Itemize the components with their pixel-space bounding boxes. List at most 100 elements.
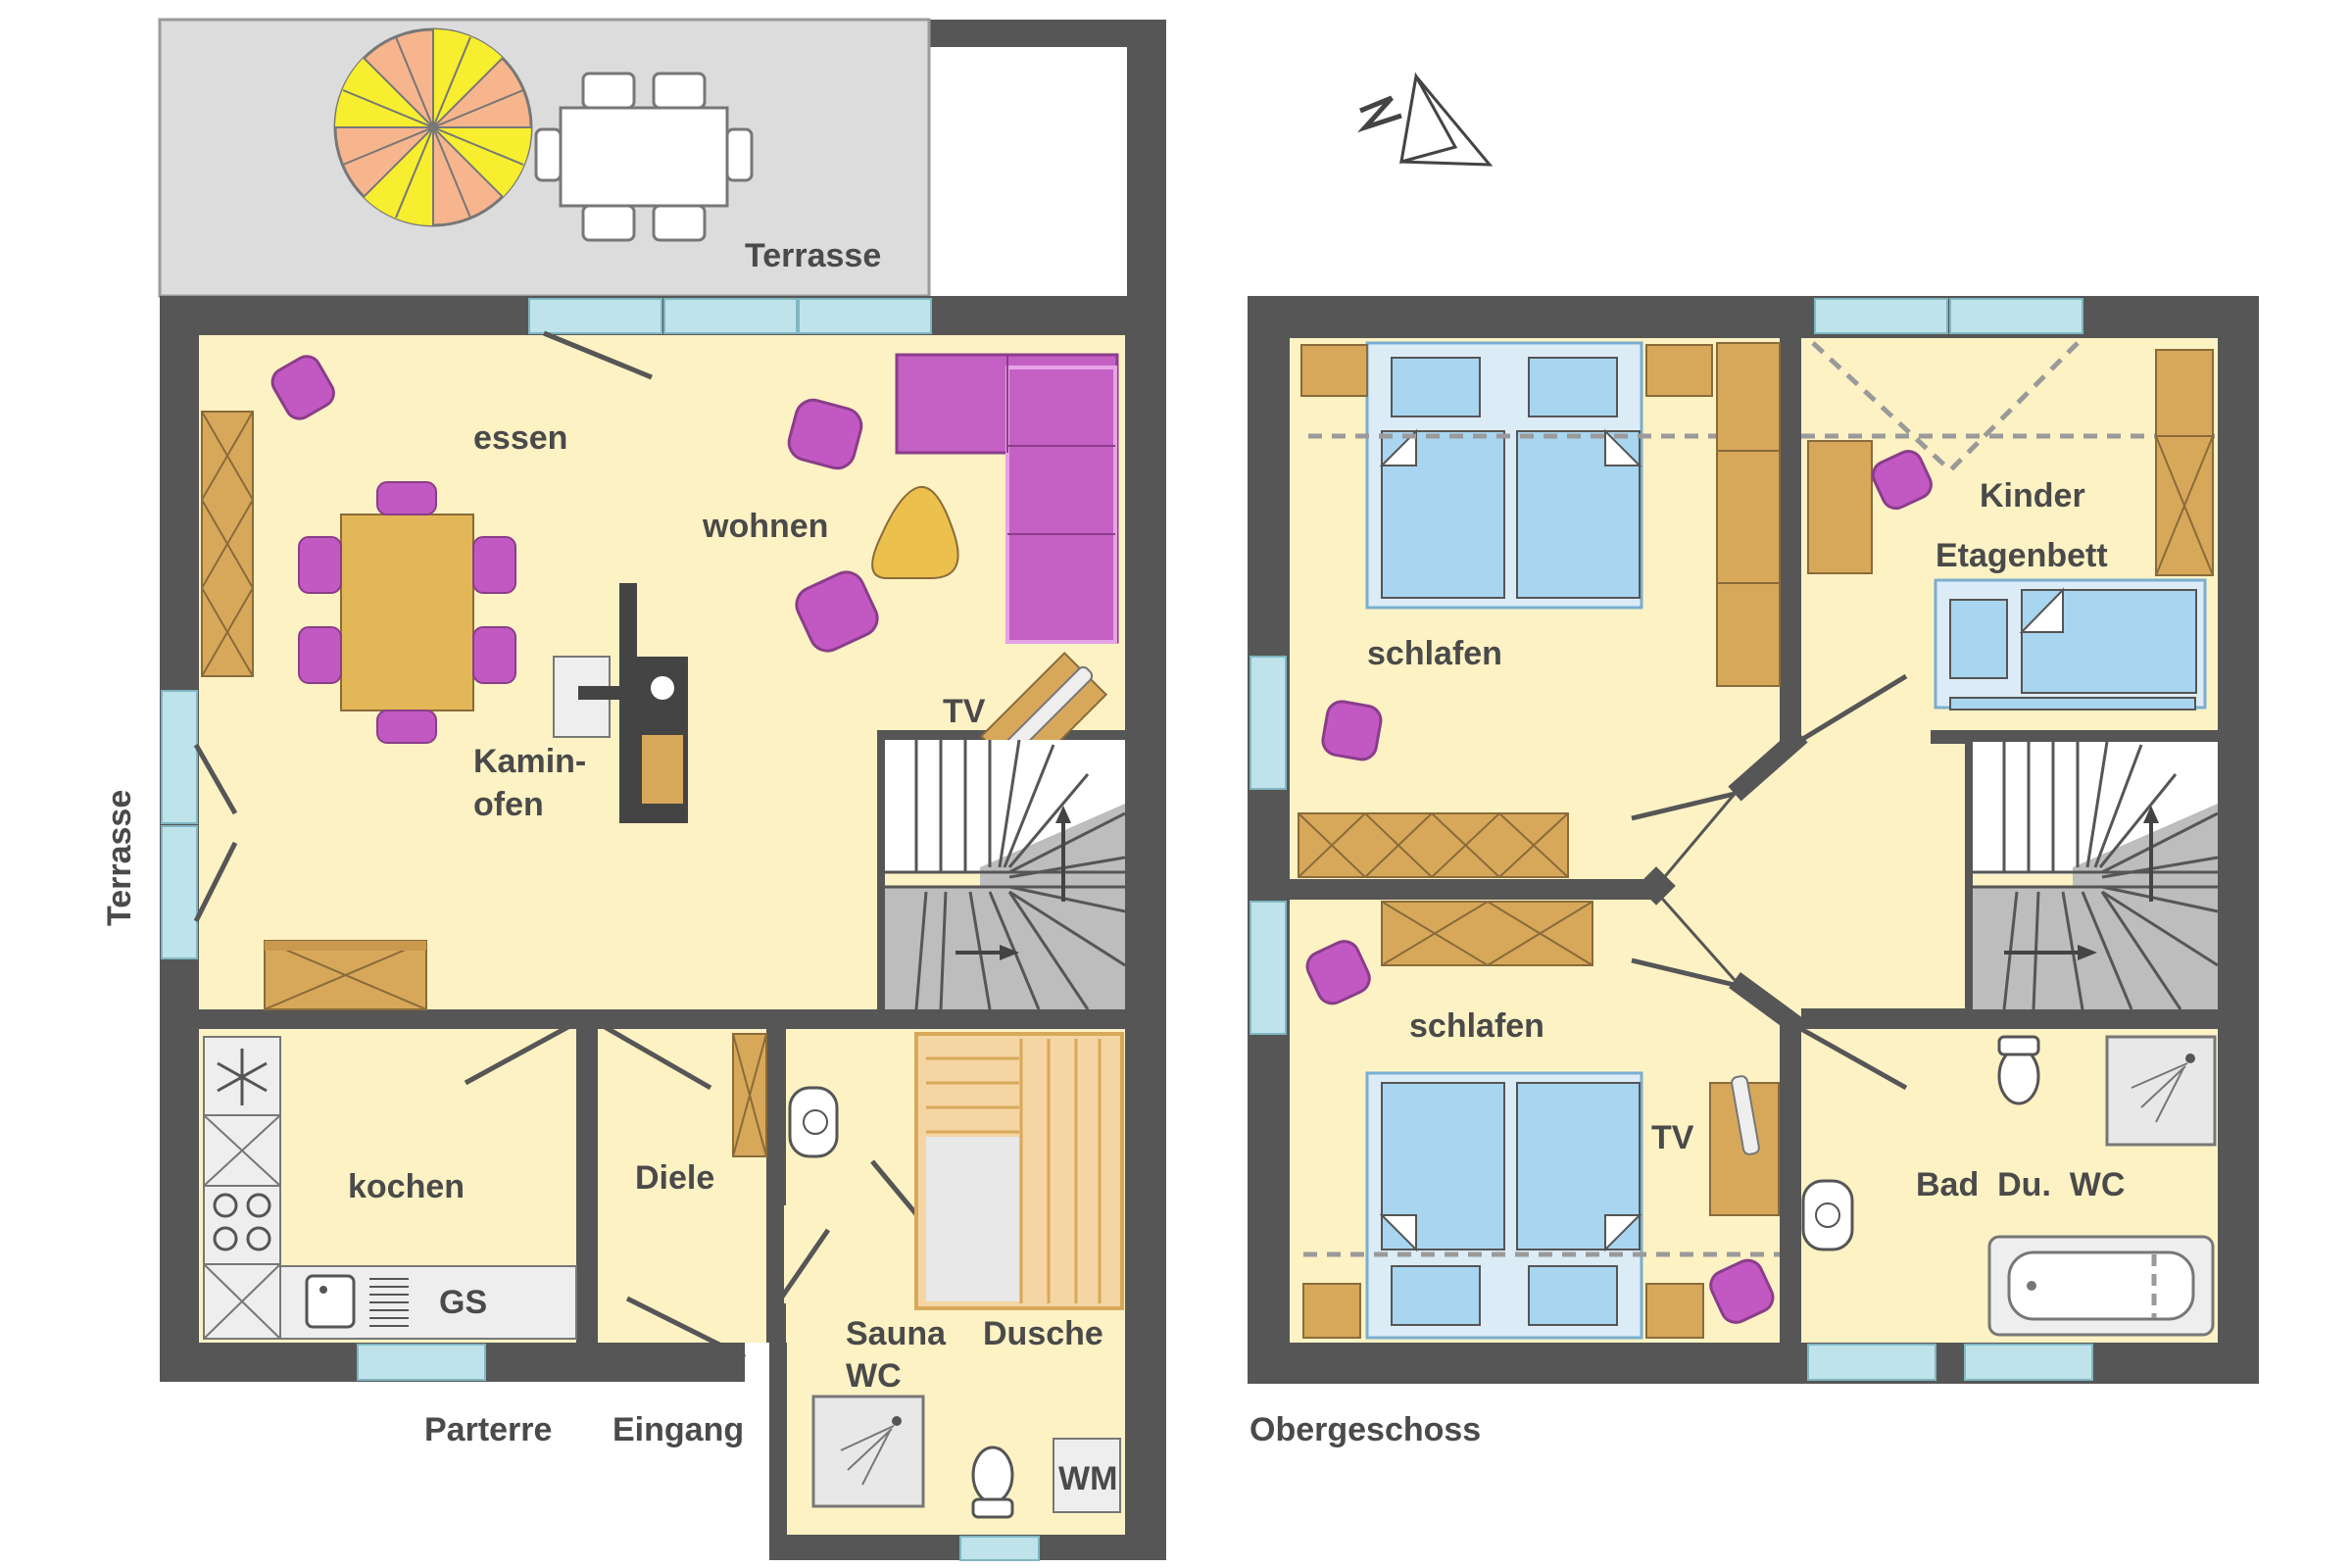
shower-upper-icon [2105,1035,2217,1147]
kids-desk [1807,440,1873,574]
label-kochen: kochen [348,1168,465,1205]
label-tv-ground: TV [943,693,986,730]
wall-stair-left-upper [1965,730,1973,1009]
toilet-icon [971,1446,1014,1519]
chair-bottom-right [1709,1258,1775,1324]
label-schlafen-top: schlafen [1367,635,1502,672]
window-upper-left-1 [1250,656,1287,790]
wall-diag-2 [1729,971,1807,1038]
window-top-3 [798,298,932,334]
cabinet-living-bottom [264,940,427,1010]
label-wc-ground: WC [846,1357,902,1395]
wardrobe-top [1716,342,1781,687]
hall-wall-bottom [598,1343,745,1382]
window-top-2 [663,298,798,334]
north-arrow-icon [1356,72,1494,167]
bunk-bed [1934,578,2207,710]
landing-diag [1656,742,1801,1029]
armchair-wohnen-1 [787,398,863,470]
label-essen: essen [473,419,567,457]
label-etagenbett: Etagenbett [1936,537,2108,574]
bathtub-icon [1987,1235,2215,1337]
door-bath [771,1228,831,1310]
label-wohnen: wohnen [702,508,828,545]
label-tv-upper: TV [1651,1119,1694,1156]
label-sauna: Sauna [846,1315,947,1352]
chair-bottom-room [1305,940,1371,1005]
label-diele: Diele [635,1159,714,1197]
label-terrace-side: Terrasse [101,790,138,926]
door-upper-2 [1631,957,1736,988]
door-entrance [625,1296,747,1360]
window-left-1 [161,690,198,824]
label-parterre: Parterre [424,1411,552,1448]
wall-diag-4 [1654,891,1737,981]
cooktop-icon [213,1193,271,1251]
sink-icon [305,1274,356,1329]
double-bed-top [1365,341,1643,610]
washing-machine [1053,1438,1121,1513]
door-upper-3 [1799,673,1908,743]
dresser-top-room [1298,812,1569,878]
sofa [895,353,1119,644]
kids-dashed [1801,341,2218,472]
door-sauna [870,1159,923,1222]
label-wm: WM [1058,1460,1117,1497]
kids-wardrobe [2155,349,2214,576]
wall-kitchen-hall [576,1009,598,1343]
wall-upper-horiz [1290,879,1654,900]
umbrella-icon [333,27,533,227]
wall-diag-1 [1728,727,1808,802]
washbasin-ground [788,1086,839,1158]
staircase-ground [885,739,1126,1010]
coffee-table [871,485,959,579]
wall-sauna-top [877,1009,1125,1029]
cabinet-living-left [201,411,254,677]
dresser-bottom-room [1381,901,1593,966]
window-upper-top-2 [1949,298,2083,334]
wall-diag-3 [1654,793,1737,888]
terrace-wall [929,20,1166,47]
bath-wall-right [1125,1343,1166,1560]
double-bed-bottom [1365,1071,1643,1340]
door-terrace-top [543,330,653,380]
label-schlafen-bottom: schlafen [1409,1007,1544,1045]
wall-stairs-left [877,730,885,1009]
wall-hall-sauna-2 [766,1303,786,1343]
terrace-table [534,72,754,242]
dishwasher-lines [369,1278,409,1327]
armchair-wohnen-2 [795,570,879,653]
nightstand-bl [1302,1283,1361,1339]
window-upper-bottom-2 [1964,1344,2093,1381]
wall-diag-node [1637,866,1676,906]
chair-top-room [1321,700,1383,761]
door-kitchen [464,1021,575,1086]
label-kaminofen-1: Kamin- [473,743,586,780]
wall-kids-bottom [1931,730,2218,744]
door-upper-4 [1799,1026,1908,1091]
ground-floor: Terrasse Terrasse essen wohnen Kamin- of… [101,18,1166,1561]
window-upper-top-1 [1814,298,1948,334]
wall-bath-top [1931,1009,2218,1029]
door-upper-1 [1631,791,1736,821]
window-upper-left-2 [1250,901,1287,1035]
label-eingang: Eingang [612,1411,744,1448]
tv-cabinet-upper [1709,1075,1780,1216]
wall-upper-vertical-2 [1780,1029,1801,1343]
staircase-upper [1973,741,2219,1010]
window-upper-bottom-1 [1807,1344,1936,1381]
toilet-upper-icon [1997,1035,2040,1105]
window-bath [959,1536,1040,1561]
stove-icon [553,583,688,823]
label-bad-du-wc: Bad Du. WC [1916,1166,2125,1203]
label-dusche: Dusche [983,1315,1103,1352]
label-gs: GS [439,1284,487,1321]
nightstand-br [1645,1283,1704,1339]
sauna-cabin [914,1032,1124,1310]
window-top-1 [528,298,662,334]
label-obergeschoss: Obergeschoss [1250,1411,1481,1448]
terrace-wall-right [1127,20,1166,296]
kids-chair [1871,450,1933,511]
dining-table [298,481,516,744]
